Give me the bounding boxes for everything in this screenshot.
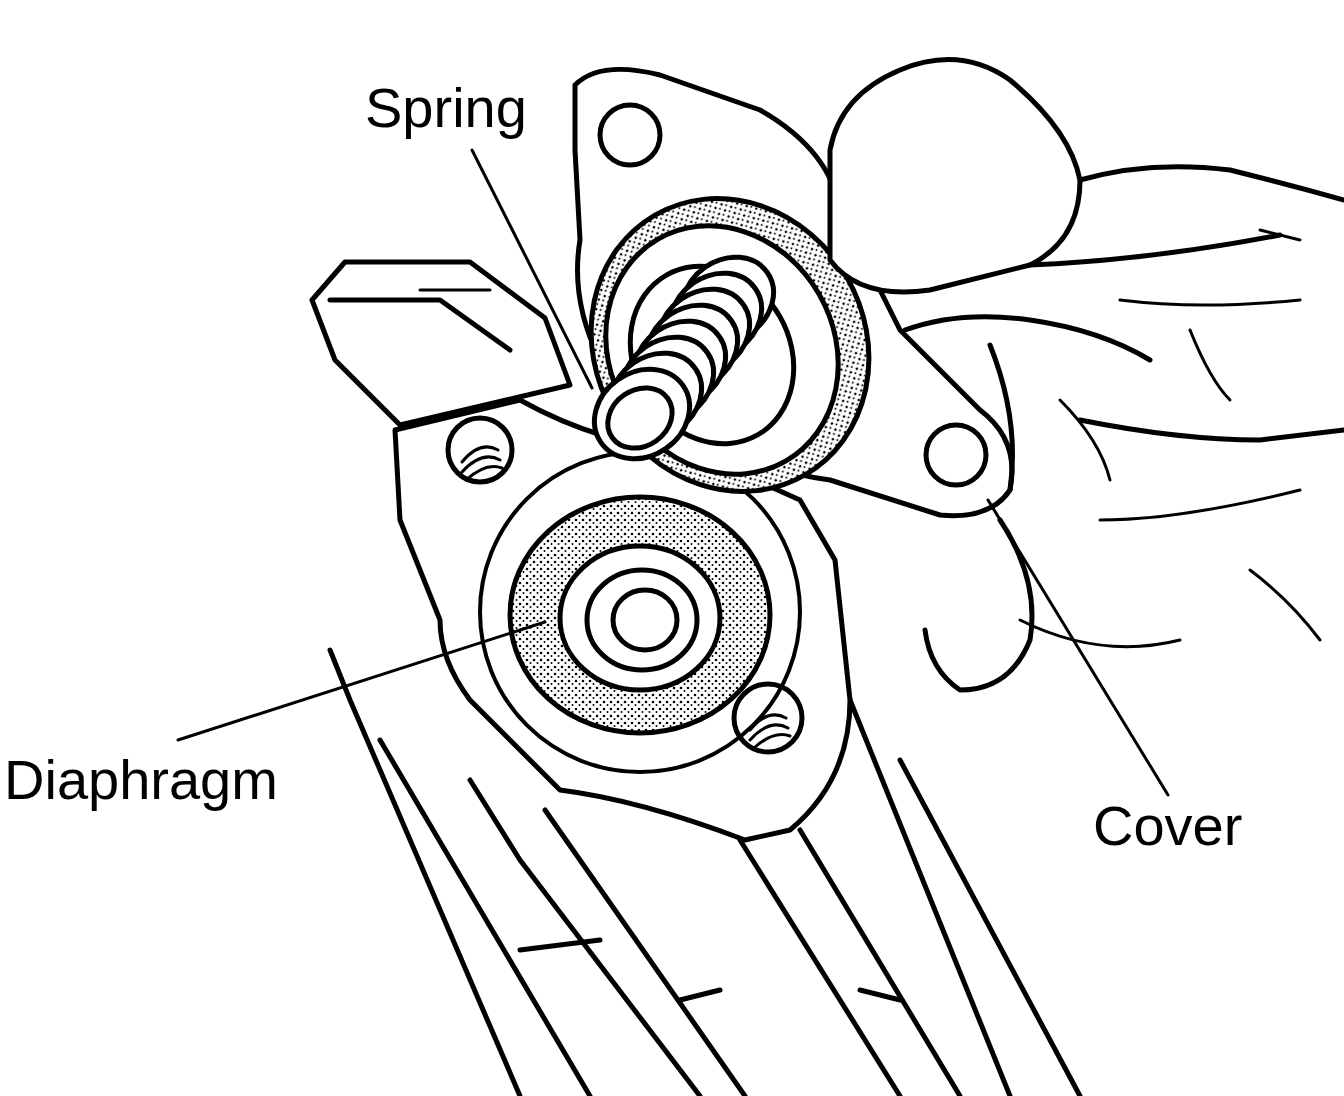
hand [830, 60, 1344, 690]
leader-line [988, 500, 1168, 795]
spring [577, 240, 790, 477]
diaphragm [510, 497, 770, 733]
leader-lines [178, 150, 1168, 795]
lever-block [312, 262, 570, 425]
part-label: Diaphragm [4, 752, 278, 808]
leader-line [178, 622, 545, 740]
part-label: Cover [1093, 798, 1242, 854]
leader-line [472, 150, 592, 388]
part-label: Spring [365, 80, 527, 136]
